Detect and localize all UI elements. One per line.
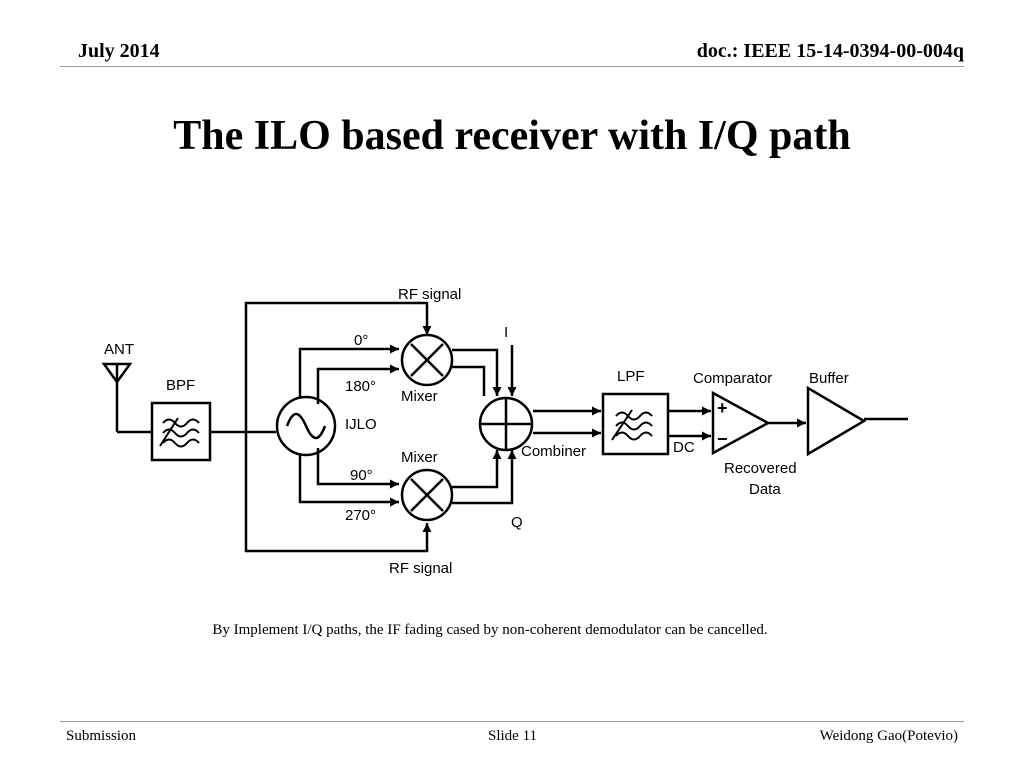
dc-label: DC	[673, 439, 695, 456]
q-path-label: Q	[511, 514, 523, 531]
comparator-minus-sign: −	[717, 429, 728, 449]
header-doc-id: doc.: IEEE 15-14-0394-00-004q	[696, 40, 964, 62]
footer-slide-number: Slide 11	[488, 728, 538, 744]
mixer-top-out-b-wire	[452, 365, 486, 396]
footer-submission: Submission	[66, 728, 137, 744]
phase-270-label: 270°	[345, 507, 376, 524]
phase-180-label: 180°	[345, 378, 376, 395]
mixer-top-out-a-wire	[452, 348, 502, 396]
lo-90deg-wire	[316, 448, 399, 489]
phase-90-label: 90°	[350, 467, 373, 484]
rf-signal-top-label: RF signal	[398, 286, 461, 303]
buffer-label: Buffer	[809, 370, 849, 387]
rf-signal-top-wire	[244, 301, 432, 432]
slide-title: The ILO based receiver with I/Q path	[173, 113, 851, 159]
mixer-bottom-label: Mixer	[401, 449, 438, 466]
lo-0deg-wire	[298, 344, 399, 397]
slide-caption: By Implement I/Q paths, the IF fading ca…	[212, 622, 768, 638]
rf-signal-bottom-label: RF signal	[389, 560, 452, 577]
mixer-top-label: Mixer	[401, 388, 438, 405]
recovered-data-label-line1: Recovered	[724, 460, 797, 477]
lpf-label: LPF	[617, 368, 645, 385]
i-path-label: I	[504, 324, 508, 341]
mixer-top	[400, 333, 454, 387]
combiner-block	[478, 396, 534, 452]
phase-0-label: 0°	[354, 332, 368, 349]
rf-signal-bottom-wire	[244, 432, 432, 553]
comparator-block	[711, 390, 771, 456]
lo-270deg-wire	[298, 455, 399, 507]
bpf-label: BPF	[166, 377, 195, 394]
ant-label: ANT	[104, 341, 134, 358]
ijlo-label: IJLO	[345, 416, 377, 433]
mixer-bottom	[400, 468, 454, 522]
mixer-bottom-out-a-wire	[452, 450, 502, 489]
antenna-icon	[101, 362, 152, 434]
recovered-data-label-line2: Data	[749, 481, 781, 498]
footer-author: Weidong Gao(Potevio)	[819, 728, 958, 744]
header-date: July 2014	[78, 40, 160, 62]
buffer-block	[806, 385, 867, 457]
comparator-plus-sign: +	[717, 398, 728, 418]
comparator-label: Comparator	[693, 370, 772, 387]
lpf-filter-block	[601, 392, 670, 456]
header-divider	[60, 66, 964, 67]
combiner-label: Combiner	[521, 443, 586, 460]
footer-divider	[60, 721, 964, 722]
ijlo-oscillator	[275, 395, 337, 457]
lo-180deg-wire	[316, 364, 399, 404]
mixer-bottom-out-b-wire	[452, 450, 517, 505]
bpf-filter-block	[150, 401, 212, 462]
